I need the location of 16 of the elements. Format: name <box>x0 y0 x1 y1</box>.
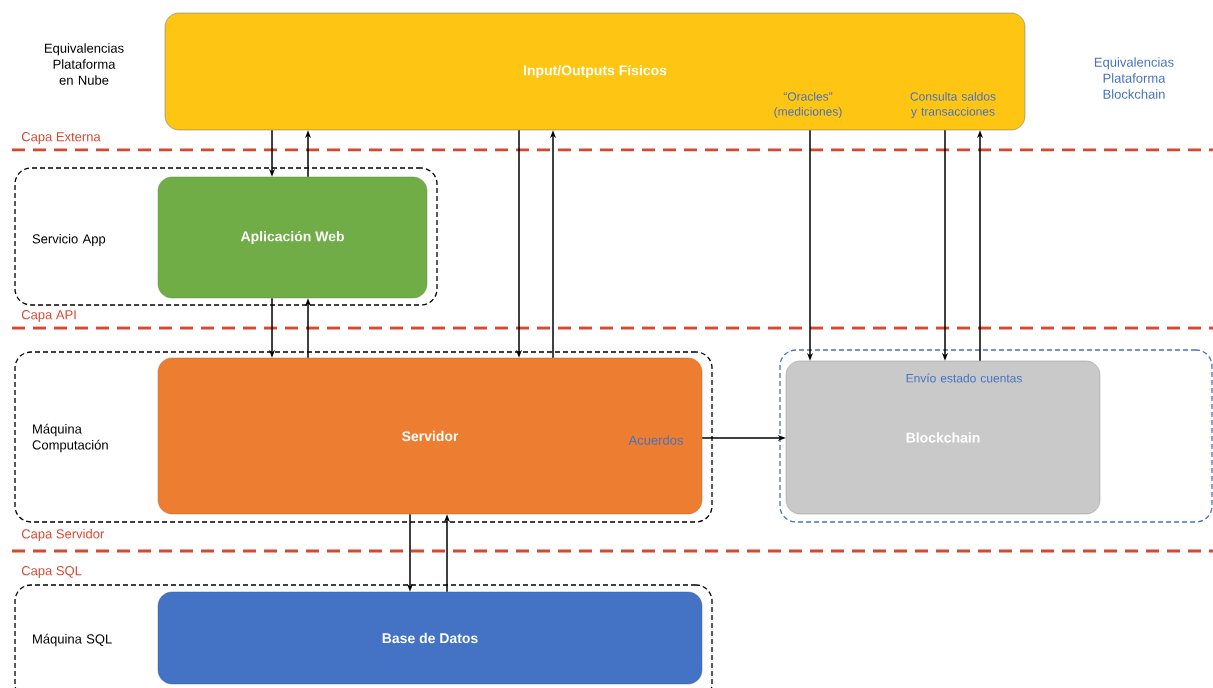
layer-label: Capa API <box>21 310 76 322</box>
box-note: Consulta saldos y transacciones <box>910 91 996 119</box>
group-frame <box>779 349 1213 523</box>
process-box: Base de Datos <box>157 591 703 685</box>
box-note: Envío estado cuentas <box>906 373 1022 383</box>
layer-label: Capa Externa <box>21 132 101 144</box>
group-label: Servicio App <box>32 233 106 247</box>
box-note: “Oracles” (mediciones) <box>774 91 842 119</box>
side-note: Equivalencias Plataforma en Nube <box>44 43 124 85</box>
edge-label: Acuerdos <box>628 435 683 445</box>
process-box: Aplicación Web <box>157 176 428 299</box>
layer-label: Capa SQL <box>21 566 82 578</box>
layer-label: Capa Servidor <box>21 528 105 542</box>
group-label: Máquina SQL <box>33 633 112 647</box>
side-note: Equivalencias Plataforma Blockchain <box>1094 57 1174 99</box>
group-label: Máquina Computación <box>32 423 108 453</box>
